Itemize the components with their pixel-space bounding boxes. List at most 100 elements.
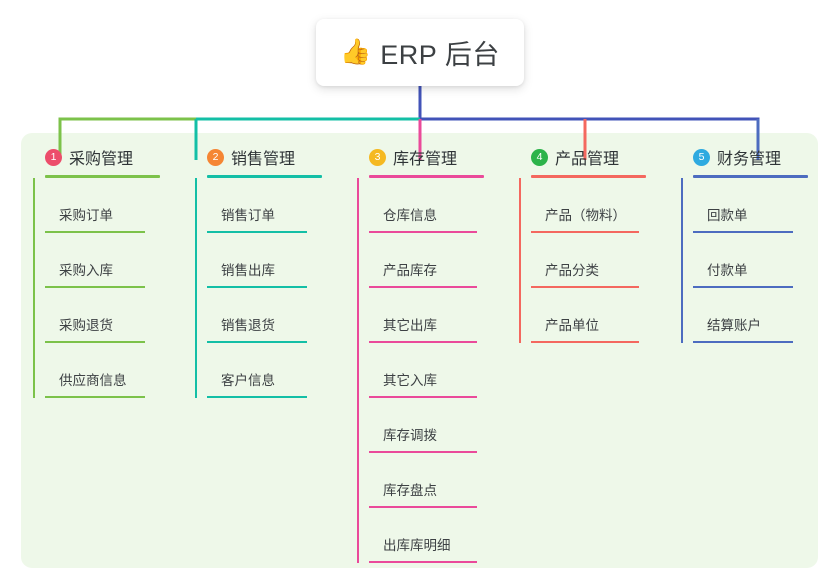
leaf-node[interactable]: 仓库信息 — [369, 178, 517, 233]
leaf-node-label: 供应商信息 — [59, 373, 127, 388]
leaf-node[interactable]: 付款单 — [693, 233, 839, 288]
column-items: 销售订单销售出库销售退货客户信息 — [195, 178, 355, 398]
leaf-node[interactable]: 库存盘点 — [369, 453, 517, 508]
column-header-rule — [531, 175, 646, 178]
leaf-node-label: 其它入库 — [383, 373, 437, 388]
leaf-node-rule — [207, 286, 307, 288]
leaf-node[interactable]: 采购退货 — [45, 288, 193, 343]
leaf-node-rule — [369, 341, 477, 343]
leaf-node[interactable]: 结算账户 — [693, 288, 839, 343]
leaf-node[interactable]: 采购订单 — [45, 178, 193, 233]
leaf-node-label: 回款单 — [707, 208, 748, 223]
page-title: ERP 后台 — [380, 40, 500, 70]
leaf-node-rule — [45, 396, 145, 398]
leaf-node[interactable]: 销售订单 — [207, 178, 355, 233]
leaf-node[interactable]: 客户信息 — [207, 343, 355, 398]
column-header-rule — [45, 175, 160, 178]
column-spine — [519, 178, 521, 343]
column-spine — [681, 178, 683, 343]
leaf-node-label: 采购订单 — [59, 208, 113, 223]
column-title: 销售管理 — [231, 151, 296, 168]
leaf-node-label: 销售订单 — [221, 208, 275, 223]
column-库存管理: 3 库存管理仓库信息产品库存其它出库其它入库库存调拨库存盘点出库库明细 — [357, 146, 517, 563]
leaf-node-label: 出库库明细 — [383, 538, 451, 553]
column-销售管理: 2 销售管理销售订单销售出库销售退货客户信息 — [195, 146, 355, 398]
leaf-node-rule — [531, 231, 639, 233]
column-spine — [33, 178, 35, 398]
leaf-node-label: 仓库信息 — [383, 208, 437, 223]
leaf-node-label: 库存盘点 — [383, 483, 437, 498]
leaf-node-label: 销售退货 — [221, 318, 275, 333]
leaf-node-label: 其它出库 — [383, 318, 437, 333]
leaf-node[interactable]: 产品分类 — [531, 233, 679, 288]
leaf-node[interactable]: 销售退货 — [207, 288, 355, 343]
column-items: 仓库信息产品库存其它出库其它入库库存调拨库存盘点出库库明细 — [357, 178, 517, 563]
column-number-badge: 4 — [531, 148, 548, 166]
leaf-node[interactable]: 采购入库 — [45, 233, 193, 288]
leaf-node-rule — [693, 231, 793, 233]
column-title: 采购管理 — [69, 151, 134, 168]
column-header-rule — [207, 175, 322, 178]
column-header-3[interactable]: 3 库存管理 — [357, 146, 517, 168]
leaf-node[interactable]: 产品（物料） — [531, 178, 679, 233]
leaf-node-label: 销售出库 — [221, 263, 275, 278]
column-header-rule — [693, 175, 808, 178]
column-header-4[interactable]: 4 产品管理 — [519, 146, 679, 168]
leaf-node-label: 产品库存 — [383, 263, 437, 278]
leaf-node-rule — [207, 231, 307, 233]
column-header-1[interactable]: 1 采购管理 — [33, 146, 193, 168]
leaf-node-rule — [531, 341, 639, 343]
diagram-panel — [21, 133, 818, 568]
column-number-badge: 2 — [207, 148, 224, 166]
leaf-node-rule — [45, 341, 145, 343]
leaf-node-rule — [369, 286, 477, 288]
leaf-node-label: 产品单位 — [545, 318, 599, 333]
column-产品管理: 4 产品管理产品（物料） 产品分类产品单位 — [519, 146, 679, 343]
column-title: 库存管理 — [393, 151, 458, 168]
leaf-node-rule — [369, 506, 477, 508]
leaf-node-rule — [207, 341, 307, 343]
column-number-badge: 1 — [45, 148, 62, 166]
column-title: 财务管理 — [717, 151, 782, 168]
leaf-node-label: 结算账户 — [707, 318, 761, 333]
leaf-node-rule — [693, 341, 793, 343]
leaf-node-label: 付款单 — [707, 263, 748, 278]
leaf-node[interactable]: 回款单 — [693, 178, 839, 233]
leaf-node-rule — [531, 286, 639, 288]
column-header-2[interactable]: 2 销售管理 — [195, 146, 355, 168]
leaf-node-rule — [45, 231, 145, 233]
column-采购管理: 1 采购管理采购订单采购入库采购退货供应商信息 — [33, 146, 193, 398]
leaf-node[interactable]: 出库库明细 — [369, 508, 517, 563]
leaf-node-label: 产品（物料） — [545, 208, 626, 223]
leaf-node[interactable]: 库存调拨 — [369, 398, 517, 453]
leaf-node-rule — [693, 286, 793, 288]
leaf-node-label: 产品分类 — [545, 263, 599, 278]
leaf-node-label: 客户信息 — [221, 373, 275, 388]
column-spine — [357, 178, 359, 563]
root-node-content: 👍 ERP 后台 — [340, 33, 500, 72]
leaf-node[interactable]: 销售出库 — [207, 233, 355, 288]
leaf-node-rule — [369, 451, 477, 453]
leaf-node[interactable]: 产品库存 — [369, 233, 517, 288]
leaf-node-label: 采购入库 — [59, 263, 113, 278]
leaf-node[interactable]: 其它入库 — [369, 343, 517, 398]
leaf-node-rule — [369, 561, 477, 563]
column-header-rule — [369, 175, 484, 178]
column-items: 采购订单采购入库采购退货供应商信息 — [33, 178, 193, 398]
leaf-node[interactable]: 产品单位 — [531, 288, 679, 343]
column-items: 产品（物料） 产品分类产品单位 — [519, 178, 679, 343]
leaf-node-rule — [207, 396, 307, 398]
thumbs-up-emoji: 👍 — [340, 38, 372, 66]
leaf-node[interactable]: 其它出库 — [369, 288, 517, 343]
leaf-node-rule — [45, 286, 145, 288]
root-node-card[interactable]: 👍 ERP 后台 — [316, 19, 524, 86]
column-title: 产品管理 — [555, 151, 620, 168]
column-number-badge: 3 — [369, 148, 386, 166]
leaf-node[interactable]: 供应商信息 — [45, 343, 193, 398]
column-spine — [195, 178, 197, 398]
leaf-node-label: 采购退货 — [59, 318, 113, 333]
